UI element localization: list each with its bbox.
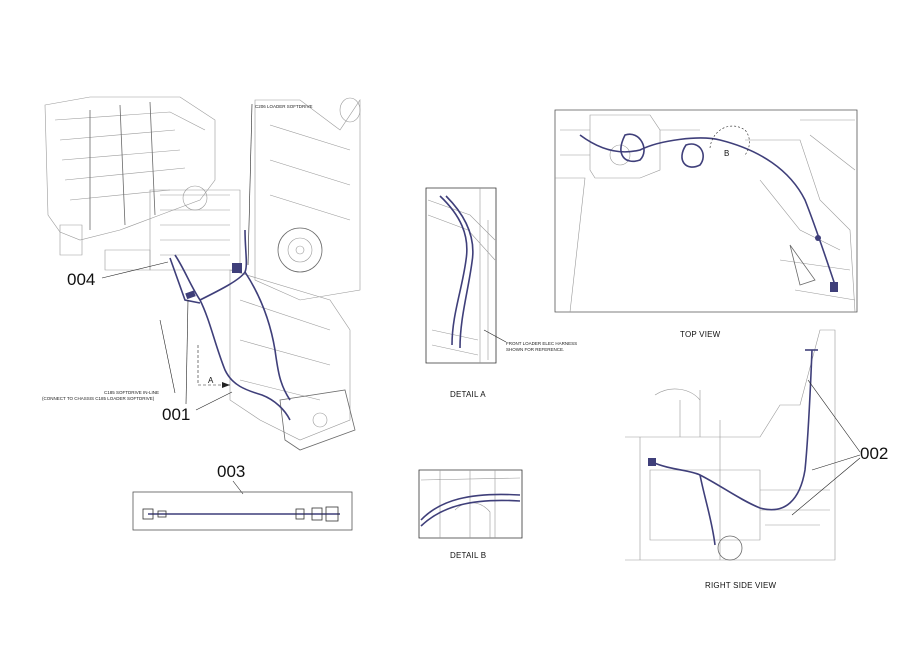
- callout-002: 002: [860, 444, 888, 463]
- detail-a-caption: DETAIL A: [450, 390, 486, 399]
- detail-b-caption: DETAIL B: [450, 551, 486, 560]
- detail-b-marker: B: [724, 149, 730, 158]
- callout-003: 003: [217, 462, 245, 481]
- top-view: B TOP VIEW: [555, 110, 857, 339]
- right-side-view-caption: RIGHT SIDE VIEW: [705, 581, 777, 590]
- callout-004: 004: [67, 270, 95, 289]
- detail-a-marker: A: [208, 376, 214, 385]
- front-loader-note-line2: SHOWN FOR REFERENCE.: [506, 347, 564, 352]
- front-loader-note-line1: FRONT LOADER ELEC HARNESS: [506, 341, 577, 346]
- detail-a-view: FRONT LOADER ELEC HARNESS SHOWN FOR REFE…: [426, 188, 577, 399]
- detail-b-view: DETAIL B: [419, 470, 522, 560]
- c185-note-line2: (CONNECT TO CHASSIS C185 LOADER SOFTDRIV…: [42, 396, 155, 401]
- right-side-view: 002 RIGHT SIDE VIEW: [625, 330, 888, 590]
- c206-note: C206 LOADER SOFTDRIVE: [255, 104, 313, 109]
- top-view-caption: TOP VIEW: [680, 330, 721, 339]
- c185-note-line1: C185 SOFTDRIVE IN-LINE: [104, 390, 159, 395]
- main-isometric-view: A C206 LOADER SOFTDRIVE C185 SOFTDRIVE I…: [42, 97, 361, 450]
- part-003-view: 003: [132, 462, 353, 531]
- callout-001: 001: [162, 405, 190, 424]
